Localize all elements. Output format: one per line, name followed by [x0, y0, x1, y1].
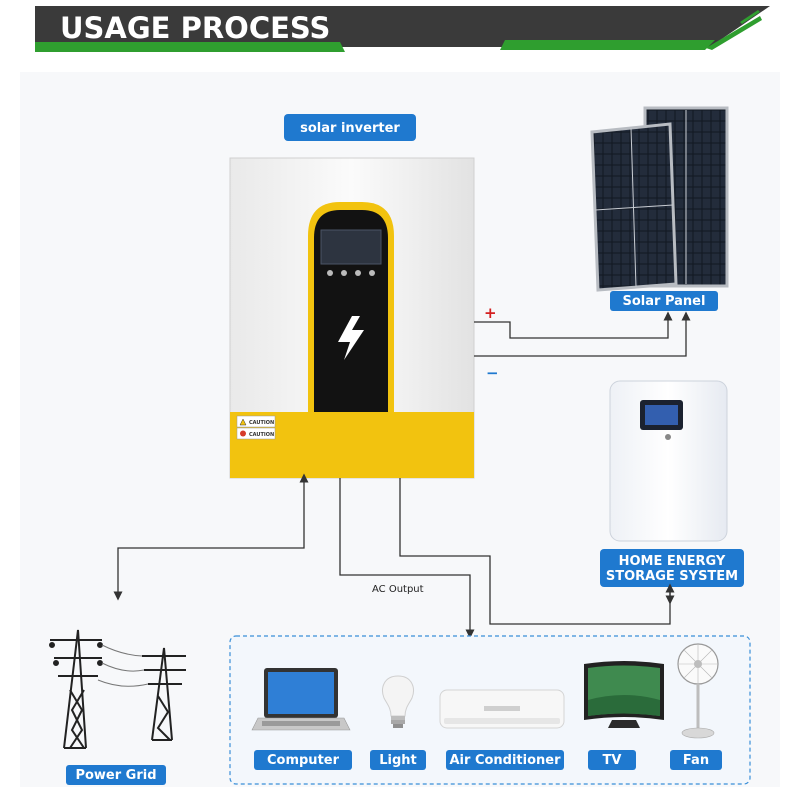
solar-panel-label: Solar Panel [623, 294, 706, 309]
storage-label-pill [600, 549, 744, 587]
appliance-pill-light [370, 750, 426, 770]
power-lines [97, 644, 149, 687]
transmission-tower-icon-2 [142, 647, 186, 741]
home-energy-storage: HOME ENERGY STORAGE SYSTEM [600, 380, 744, 587]
appliance-label-tv: TV [603, 753, 622, 768]
minus-sign: − [486, 364, 499, 382]
appliance-label-fan: Fan [683, 753, 709, 768]
computer-icon [251, 668, 351, 731]
inverter-lcd-screen [320, 229, 382, 265]
inverter-buttons [327, 270, 375, 276]
ac-output-label: AC Output [372, 584, 424, 595]
appliance-pill-fan [670, 750, 722, 770]
appliance-label-air-conditioner: Air Conditioner [449, 753, 561, 768]
power-grid: Power Grid [49, 629, 186, 785]
grid-label-pill [66, 765, 166, 785]
plus-sign: + [484, 304, 497, 322]
caution-label-1: CAUTION [249, 420, 274, 426]
lightning-bolt-icon [338, 316, 364, 360]
air-conditioner-icon [439, 689, 565, 729]
solar-panel-label-pill [610, 291, 718, 311]
output-wires: AC Output [113, 473, 675, 639]
appliances-box: Computer Light Air Conditioner TV [229, 635, 751, 785]
warning-triangle-icon [239, 418, 247, 426]
appliance-label-light: Light [379, 753, 417, 768]
solar-inverter: solar inverter CAUTION CAUTION [229, 114, 475, 479]
transmission-tower-icon [49, 629, 103, 749]
caution-label-2: CAUTION [249, 432, 274, 438]
storage-label-line1: HOME ENERGY [619, 554, 726, 569]
caution-labels: CAUTION CAUTION [236, 415, 276, 440]
inverter-label-pill [284, 114, 416, 141]
header-banner: USAGE PROCESS [35, 6, 770, 52]
grid-label: Power Grid [75, 768, 156, 783]
tv-icon [584, 661, 664, 728]
pv-wires: + − [474, 304, 691, 382]
solar-panels: Solar Panel [590, 106, 729, 311]
light-bulb-icon [382, 675, 414, 728]
battery-power-button [665, 434, 671, 440]
fan-icon [677, 643, 719, 739]
storage-label-line2: STORAGE SYSTEM [606, 569, 738, 584]
appliance-pill-air-conditioner [446, 750, 564, 770]
appliance-label-computer: Computer [267, 753, 340, 768]
battery-body [609, 380, 728, 542]
header-title: USAGE PROCESS [60, 11, 330, 45]
appliance-pill-computer [254, 750, 352, 770]
inverter-label: solar inverter [300, 121, 400, 136]
hazard-circle-icon [240, 430, 246, 437]
appliance-pill-tv [588, 750, 636, 770]
